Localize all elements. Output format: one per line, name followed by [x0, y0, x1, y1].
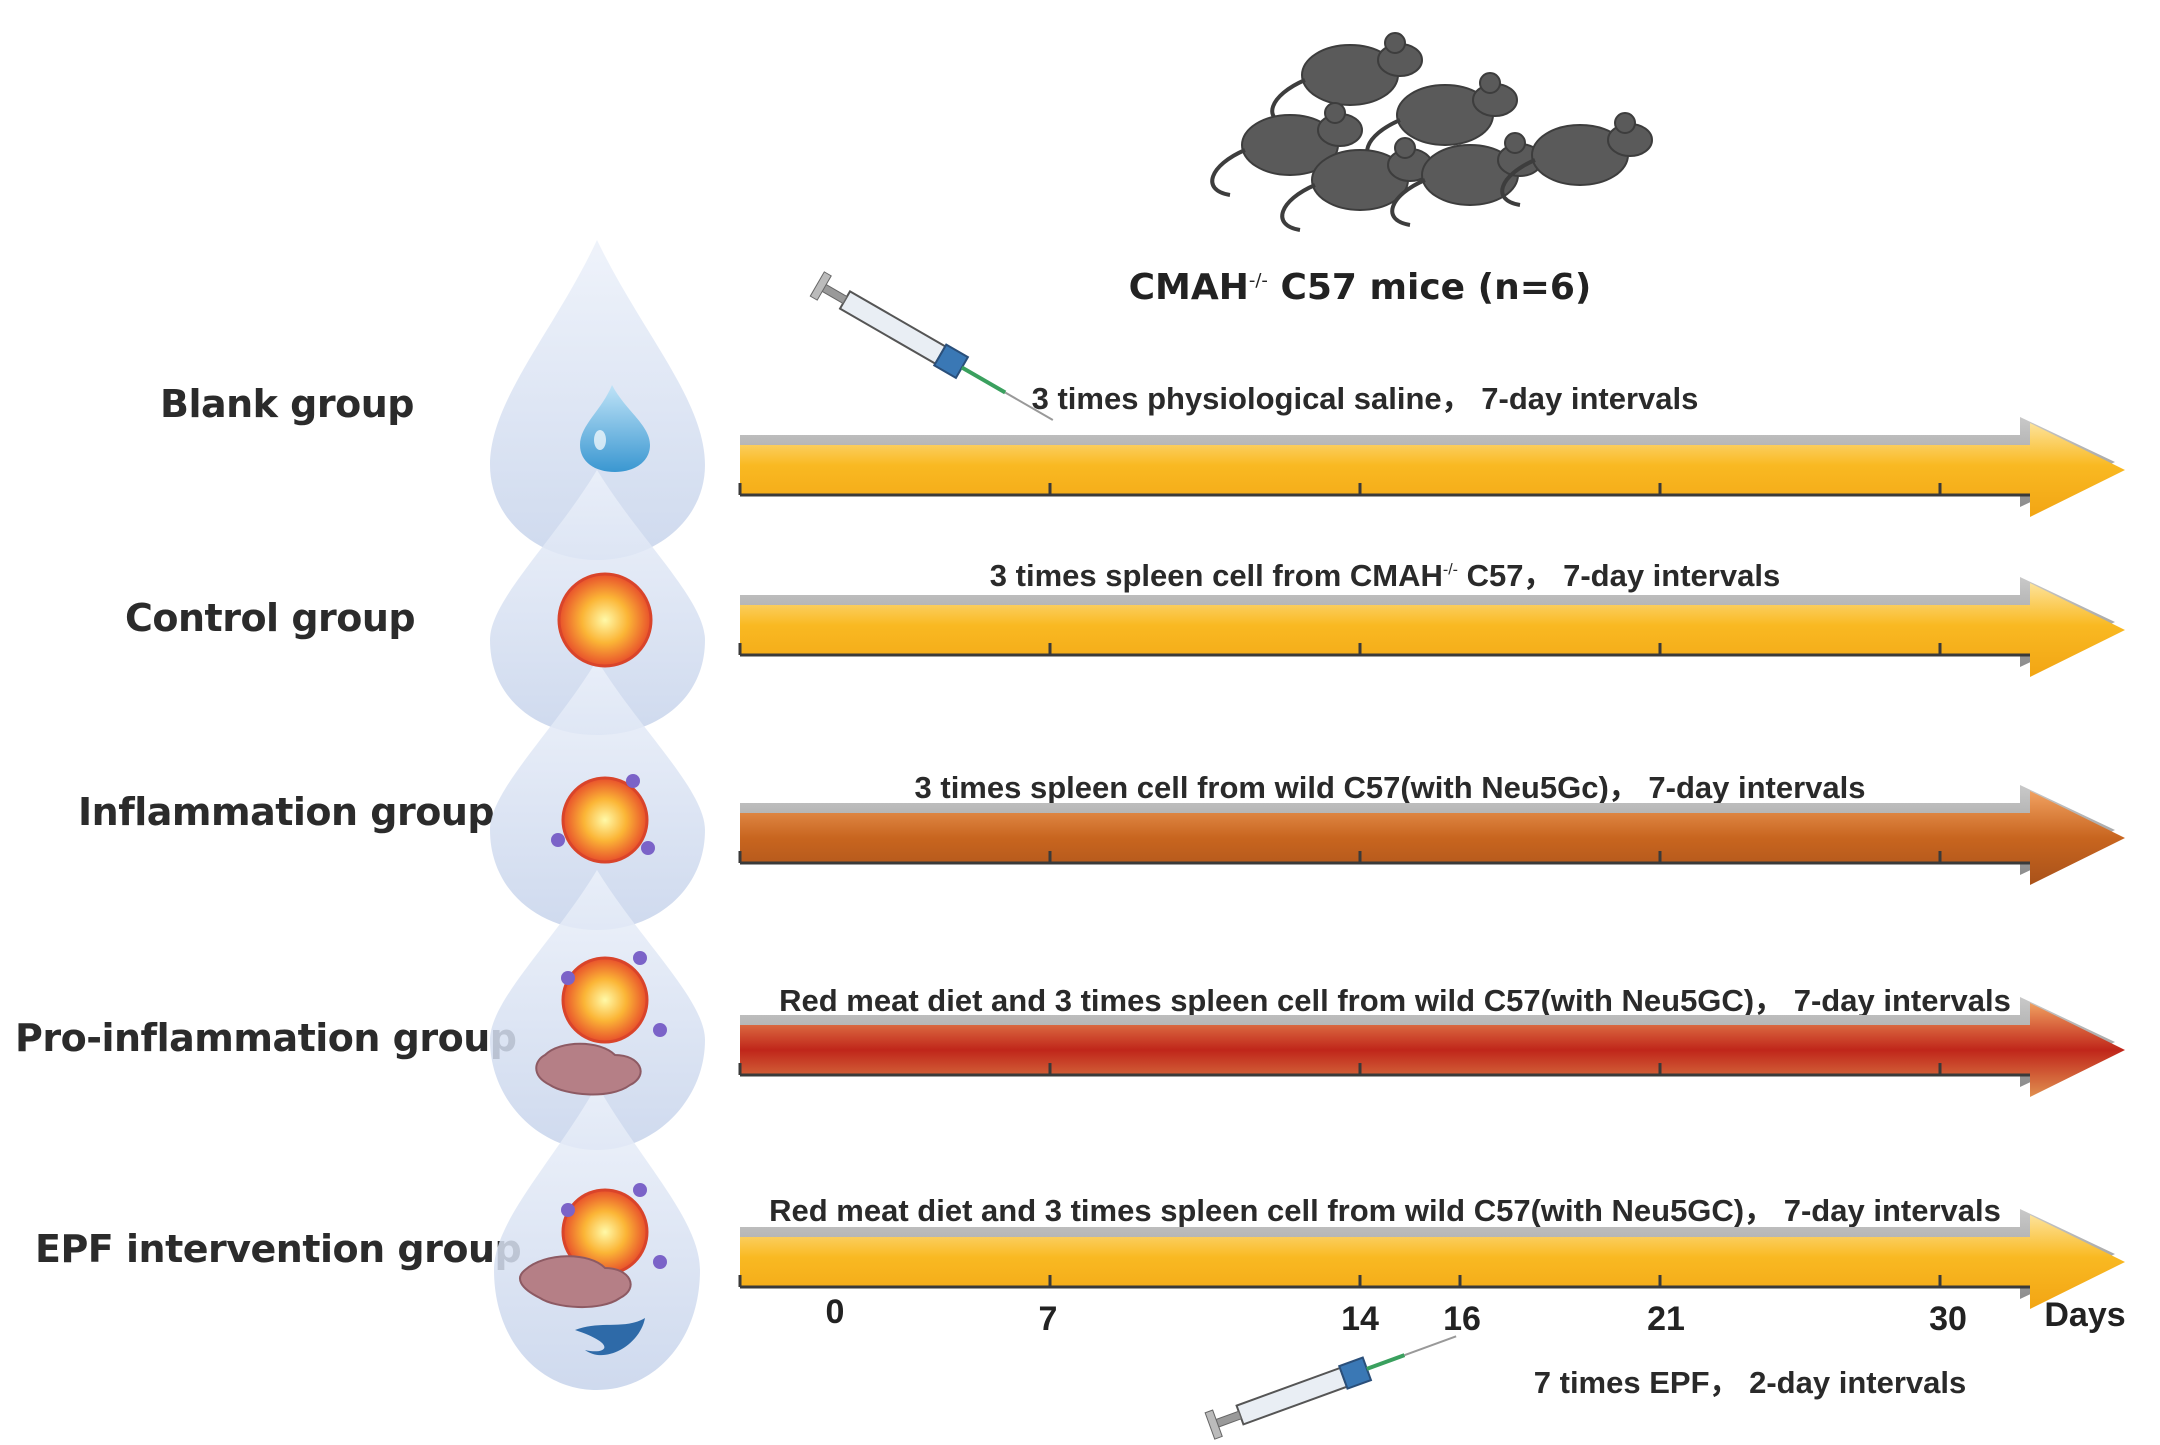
group-label-pro-inflammation: Pro-inflammation group [15, 1016, 517, 1060]
syringe-icon-top [809, 271, 1054, 421]
spleen-cell-icon [557, 572, 653, 668]
drop-shape-1 [490, 240, 705, 560]
timeline-bar [740, 423, 2125, 517]
spleen-cell-neu5gc-icon [551, 774, 655, 864]
bar-label-pro-inflammation: Red meat diet and 3 times spleen cell fr… [779, 983, 2011, 1018]
tick-label-21: 21 [1647, 1300, 1685, 1338]
bar-label-control-prefix: 3 times spleen cell from CMAH [989, 558, 1443, 593]
days-unit-label: Days [2044, 1296, 2126, 1334]
drop-shape-3 [490, 660, 705, 930]
bar-label-control: 3 times spleen cell from CMAH-/- C57， 7-… [990, 550, 1780, 595]
group-label-blank: Blank group [160, 382, 415, 426]
drop-shape-4 [490, 870, 705, 1150]
syringe-icon-bottom [1204, 1335, 1457, 1440]
tick-label-30: 30 [1929, 1300, 1967, 1338]
bar-label-control-suffix: C57， 7-day intervals [1457, 558, 1781, 593]
drop-column [490, 240, 705, 1390]
drop-shape-5 [494, 1085, 700, 1390]
title-prefix: CMAH [1128, 267, 1249, 308]
spleen-cell-red-meat-icon [535, 951, 667, 1096]
bar-shadow [740, 417, 2115, 507]
water-drop-icon [580, 385, 650, 472]
group-label-control: Control group [125, 596, 416, 640]
title-superscript: -/- [1248, 270, 1268, 291]
spleen-cell-red-meat-epf-icon [519, 1183, 667, 1356]
tick-label-16: 16 [1443, 1300, 1481, 1338]
mice-icon [1210, 32, 1653, 232]
bar-label-inflammation: 3 times spleen cell from wild C57(with N… [914, 770, 1866, 805]
bar-label-control-sup: -/- [1442, 561, 1458, 579]
drop-shape-2 [490, 470, 705, 735]
title-suffix: C57 mice (n=6) [1267, 267, 1592, 308]
tick-label-0: 0 [825, 1293, 845, 1331]
bar-label-blank: 3 times physiological saline， 7-day inte… [1031, 381, 1699, 416]
epf-label: 7 times EPF， 2-day intervals [1533, 1365, 1967, 1400]
bar-label-epf-intervention: Red meat diet and 3 times spleen cell fr… [769, 1193, 2001, 1228]
tick-label-7: 7 [1038, 1300, 1058, 1338]
timeline-bar [740, 583, 2125, 677]
group-label-epf-intervention: EPF intervention group [35, 1227, 522, 1271]
tick-label-14: 14 [1341, 1300, 1379, 1338]
diagram-title: CMAH-/- C57 mice (n=6) [1129, 267, 1592, 308]
group-label-inflammation: Inflammation group [78, 790, 495, 834]
